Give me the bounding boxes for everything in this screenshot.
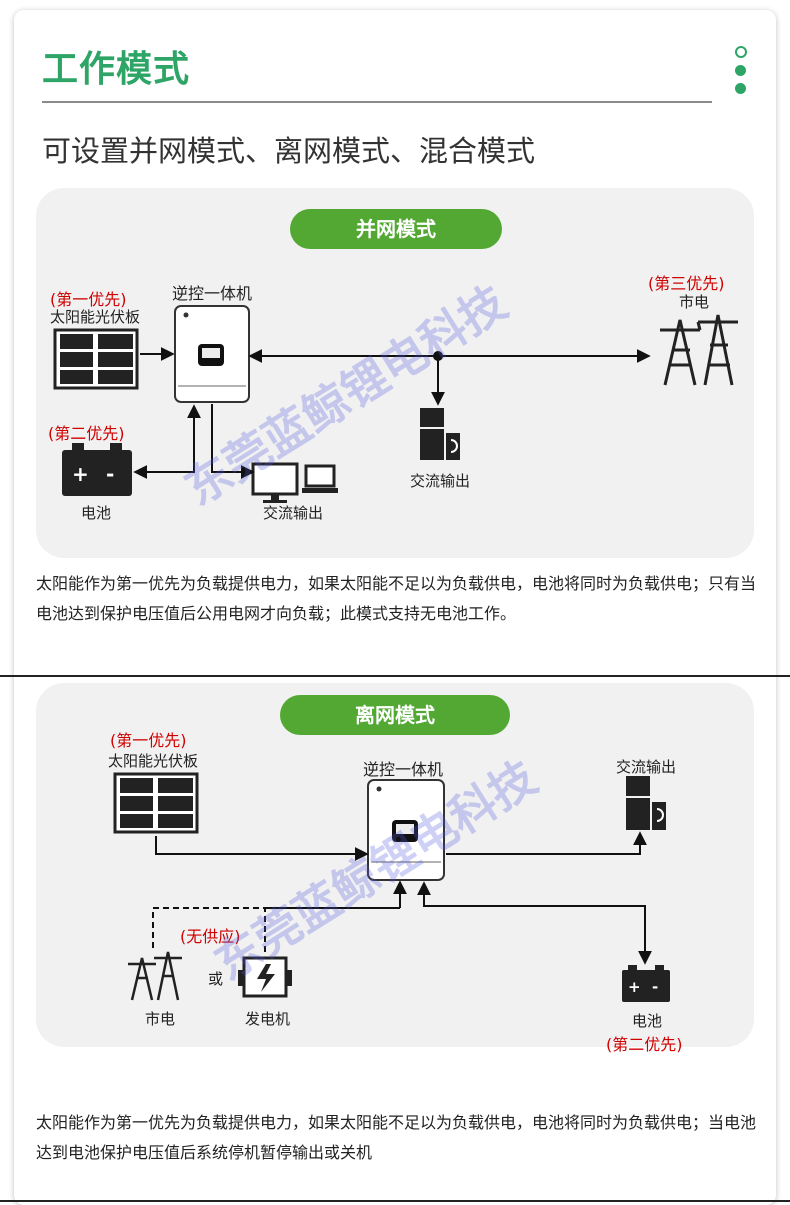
solar-label: 太阳能光伏板 [108, 752, 199, 770]
computer-icon [251, 462, 338, 503]
svg-text:-: - [106, 462, 114, 486]
svg-text:+: + [72, 462, 89, 486]
refrigerator-icon [420, 408, 460, 460]
power-pylon-icon [128, 951, 182, 1001]
grid-mode-panel [36, 188, 754, 558]
svg-text:-: - [652, 978, 658, 996]
solar-panel-icon [113, 772, 199, 834]
inverter-icon [367, 779, 445, 881]
page-title: 工作模式 [42, 49, 191, 90]
off-grid-mode-pill: 离网模式 [280, 695, 510, 735]
generator-icon [238, 956, 292, 998]
no-supply-label: (无供应) [180, 927, 241, 946]
section-divider [0, 675, 790, 677]
page-subtitle: 可设置并网模式、离网模式、混合模式 [42, 134, 536, 168]
solar-label: 太阳能光伏板 [50, 308, 141, 326]
ac-output-label: 交流输出 [410, 472, 471, 490]
dot-filled-icon [735, 65, 746, 76]
flow-arrows [152, 831, 652, 965]
flow-arrows [133, 347, 651, 479]
ac-output-label: 交流输出 [616, 758, 677, 776]
refrigerator-icon [626, 776, 666, 830]
grid-priority: (第三优先) [648, 274, 725, 293]
or-label: 或 [208, 970, 224, 988]
grid-label: 市电 [679, 293, 710, 311]
ac-output-label: 交流输出 [263, 504, 324, 522]
battery-priority: (第二优先) [606, 1035, 683, 1054]
title-divider [42, 101, 712, 103]
generator-label: 发电机 [245, 1010, 291, 1028]
grid-label: 市电 [145, 1010, 176, 1028]
svg-text:+: + [628, 978, 641, 996]
inverter-label: 逆控一体机 [172, 284, 253, 303]
grid-mode-description: 太阳能作为第一优先为负载提供电力，如果太阳能不足以为负载供电，电池将同时为负载供… [36, 574, 757, 623]
battery-icon: + - [62, 443, 132, 496]
power-pylon-icon [660, 314, 738, 386]
battery-priority: (第二优先) [48, 424, 125, 443]
grid-mode-pill: 并网模式 [290, 209, 502, 249]
dot-outline-icon [735, 46, 747, 58]
solar-panel-icon [53, 328, 139, 390]
solar-priority: (第一优先) [50, 290, 127, 309]
battery-label: 电池 [632, 1012, 663, 1030]
solar-priority: (第一优先) [110, 731, 187, 750]
battery-icon: + - [622, 965, 670, 1002]
battery-label: 电池 [81, 504, 112, 522]
section-divider [0, 1200, 790, 1202]
dot-filled-icon [735, 83, 746, 94]
off-grid-mode-description: 太阳能作为第一优先为负载提供电力，如果太阳能不足以为负载供电，电池将同时为负载供… [36, 1113, 757, 1162]
inverter-icon [174, 305, 250, 403]
inverter-label: 逆控一体机 [363, 760, 444, 779]
